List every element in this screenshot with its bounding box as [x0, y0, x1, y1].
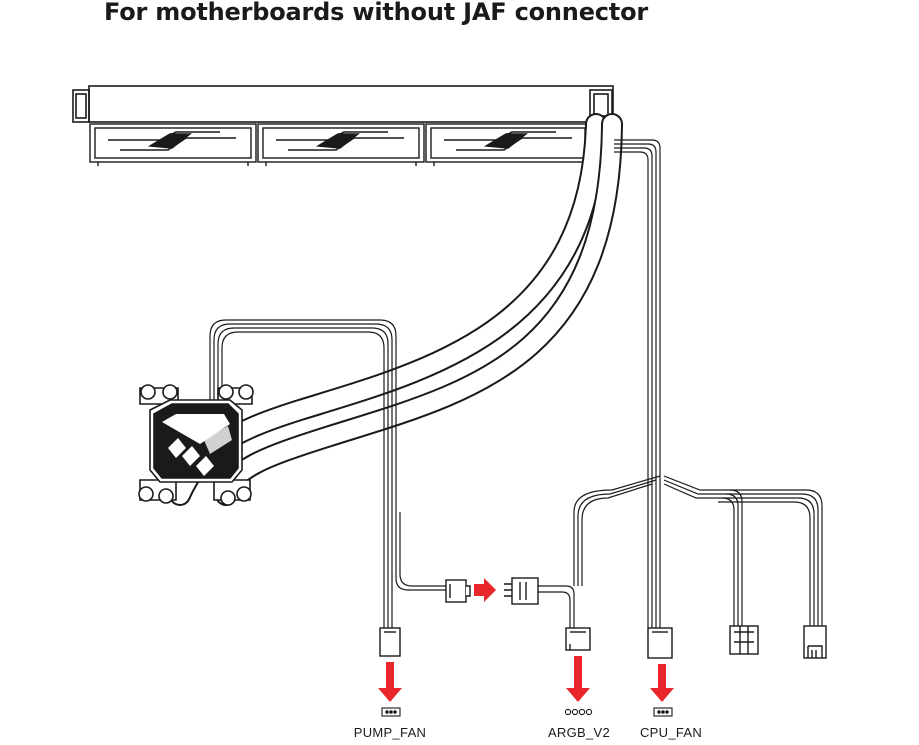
connectors	[379, 625, 827, 659]
fan-2	[257, 123, 425, 166]
pump-fan-header-icon	[381, 707, 401, 717]
pump-block	[138, 384, 254, 506]
argb-female-connector	[445, 579, 471, 603]
arrows	[378, 656, 674, 702]
fan-3	[425, 123, 591, 166]
pump-cable	[209, 319, 446, 628]
cpu-fan-connector	[647, 627, 673, 659]
header-icons	[381, 707, 673, 717]
argb-male-connector	[504, 577, 539, 605]
extra-fan-connector	[729, 625, 759, 655]
fan-1	[89, 123, 257, 166]
radiator	[72, 85, 614, 123]
argb-link	[445, 577, 575, 628]
arrow-right-icon	[474, 578, 496, 602]
argb-plug-connector	[565, 627, 591, 651]
pump-fan-connector	[379, 627, 401, 657]
fan-row	[89, 123, 591, 166]
cpu-fan-label: CPU_FAN	[640, 725, 702, 740]
arrow-down-icon	[566, 656, 590, 702]
arrow-down-icon	[650, 664, 674, 702]
fan-cable-harness	[573, 139, 823, 628]
arrow-down-icon	[378, 662, 402, 702]
cpu-fan-header-icon	[653, 707, 673, 717]
argb-v2-label: ARGB_V2	[548, 725, 610, 740]
extra-argb-connector	[803, 625, 827, 659]
argb-header-icon	[564, 708, 593, 716]
page-title: For motherboards without JAF connector	[104, 0, 648, 26]
pump-fan-label: PUMP_FAN	[354, 725, 426, 740]
